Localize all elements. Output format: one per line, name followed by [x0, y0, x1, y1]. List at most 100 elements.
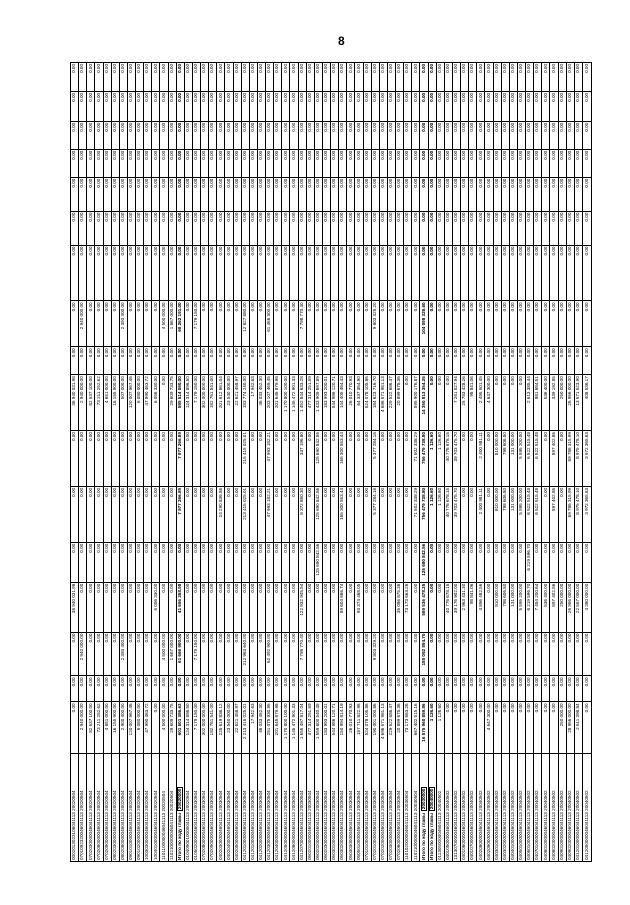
value-cell: 125 690 842.56 — [314, 541, 322, 582]
value-cell: 1 667 000.00 — [168, 300, 176, 347]
value-cell: 1 667 000.00 — [168, 631, 176, 676]
value-cell: 0.00 — [201, 244, 209, 301]
value-cell: 6 219 596.70 — [526, 581, 534, 632]
value-cell: 0.00 — [225, 300, 233, 347]
value-cell: 0.00 — [217, 210, 225, 245]
value-cell: 0.00 — [119, 430, 127, 486]
row-code-cell: 0412040000046041113 20030504 — [274, 753, 282, 861]
value-cell: 182 761 541.00 — [209, 701, 217, 754]
value-cell: 4 380 000.00 — [582, 581, 591, 632]
value-cell: 0.00 — [379, 120, 387, 149]
value-cell: 0.00 — [517, 701, 525, 754]
value-cell: 36 940 031.98 — [71, 581, 79, 632]
value-cell: 337 196.80 — [298, 430, 306, 486]
value-cell: 0.00 — [404, 485, 412, 542]
value-cell: 0.00 — [526, 346, 534, 375]
row-code-cell: 0403020000046041113 20040502 — [501, 753, 509, 861]
value-cell: 0.00 — [87, 346, 95, 375]
value-cell: 0.00 — [257, 430, 265, 486]
value-cell: 302 000 000.00 — [201, 701, 209, 754]
value-cell: 0.00 — [339, 300, 347, 347]
value-cell: 477 314 251.59 — [306, 374, 314, 431]
value-cell: 0.00 — [542, 631, 550, 676]
value-cell: 0.00 — [201, 631, 209, 676]
row-code-text: 0702080000046041113 20020504 — [95, 790, 101, 860]
value-cell: 213 415 025.01 — [241, 485, 249, 542]
value-cell: 0.00 — [574, 300, 582, 347]
value-cell: 82 537 100.00 — [87, 701, 95, 754]
value-cell: 0.00 — [493, 148, 501, 177]
value-cell: 0.00 — [225, 485, 233, 542]
value-cell: 0.00 — [509, 176, 517, 211]
value-cell: 881 684.51 — [534, 374, 542, 431]
value-cell: 0.00 — [404, 346, 412, 375]
value-cell: 0.00 — [79, 210, 87, 245]
value-cell: 5 377 284.16 — [371, 430, 379, 486]
value-cell: 0.00 — [306, 210, 314, 245]
value-cell: 0.00 — [477, 63, 483, 73]
value-cell: 0.00 — [428, 90, 436, 121]
value-cell: 0.00 — [461, 701, 469, 754]
value-cell: 0.00 — [241, 210, 249, 245]
row-code-cell: 0702080000046041113 20030504 — [201, 753, 209, 861]
value-cell: 0.00 — [420, 176, 428, 211]
value-cell: 0.00 — [387, 90, 395, 121]
value-cell: 0.00 — [322, 244, 330, 301]
value-cell: 0.00 — [558, 346, 566, 375]
value-cell: 0.00 — [79, 63, 85, 73]
value-cell: 0.00 — [209, 63, 215, 73]
value-cell: 8 975 478.10 — [574, 485, 582, 542]
value-cell: 0.00 — [566, 90, 574, 121]
value-cell: 20 899 675.36 — [396, 374, 404, 431]
value-cell: 0.00 — [501, 244, 509, 301]
value-cell: 0.00 — [444, 541, 452, 582]
value-cell: 0.00 — [257, 631, 265, 676]
value-cell: 184 623 716.70 — [371, 374, 379, 431]
value-cell: 0.00 — [152, 244, 160, 301]
value-cell: 0.00 — [168, 148, 176, 177]
value-cell: 71 502 338.29 — [412, 430, 420, 486]
value-cell: 544 986 120.71 — [331, 701, 339, 754]
row-code-text: 0412010000046041113 20030504 — [241, 790, 247, 860]
row-code-cell: 0802080000046041113 20020504 — [119, 753, 127, 861]
row-code-cell: 0412010000046041113 20040502 — [574, 753, 582, 861]
row-code-cell: 1101020000046041113 20030504 — [404, 753, 412, 861]
row-code-text: 0503020000046041113 20030504 — [339, 790, 345, 860]
value-cell: 0.00 — [412, 63, 418, 73]
value-cell: 212 963 640.00 — [241, 631, 249, 676]
value-cell: 0.00 — [87, 148, 95, 177]
value-cell: 0.00 — [128, 63, 134, 73]
value-cell: 28 956 000.00 — [566, 701, 574, 754]
value-cell: 0.00 — [136, 631, 144, 676]
value-cell: 0.00 — [152, 210, 160, 245]
value-cell: 0.00 — [152, 541, 160, 582]
value-cell: 0.00 — [452, 675, 460, 702]
row-code-text: 0412020000046041113 20030504 — [258, 790, 264, 860]
value-cell: 2 213 415 025.01 — [241, 701, 249, 754]
value-cell: 0.00 — [290, 90, 298, 121]
value-cell: 0.00 — [314, 675, 322, 702]
row-code-cell: 1102100000046041113 20030504 — [412, 753, 420, 861]
value-cell: 0.00 — [428, 631, 436, 676]
row-code-cell: 0901010000046041113 20020504 — [127, 753, 135, 861]
value-cell: 0.00 — [306, 244, 314, 301]
value-cell: 201 645 879.98 — [274, 701, 282, 754]
value-cell: 810 000.00 — [493, 485, 501, 542]
value-cell: 0.00 — [87, 63, 93, 73]
value-cell: 544 986 120.71 — [331, 374, 339, 431]
value-cell: 0.00 — [534, 90, 542, 121]
value-cell: 0.00 — [493, 346, 501, 375]
value-cell: 0.00 — [168, 485, 176, 542]
value-cell: 0.00 — [184, 631, 192, 676]
value-cell: 0.00 — [103, 210, 111, 245]
value-cell: 0.00 — [136, 300, 144, 347]
value-cell: 73 173 663.26 — [404, 701, 412, 754]
value-cell: 0.00 — [282, 120, 290, 149]
value-cell: 0.00 — [249, 90, 257, 121]
